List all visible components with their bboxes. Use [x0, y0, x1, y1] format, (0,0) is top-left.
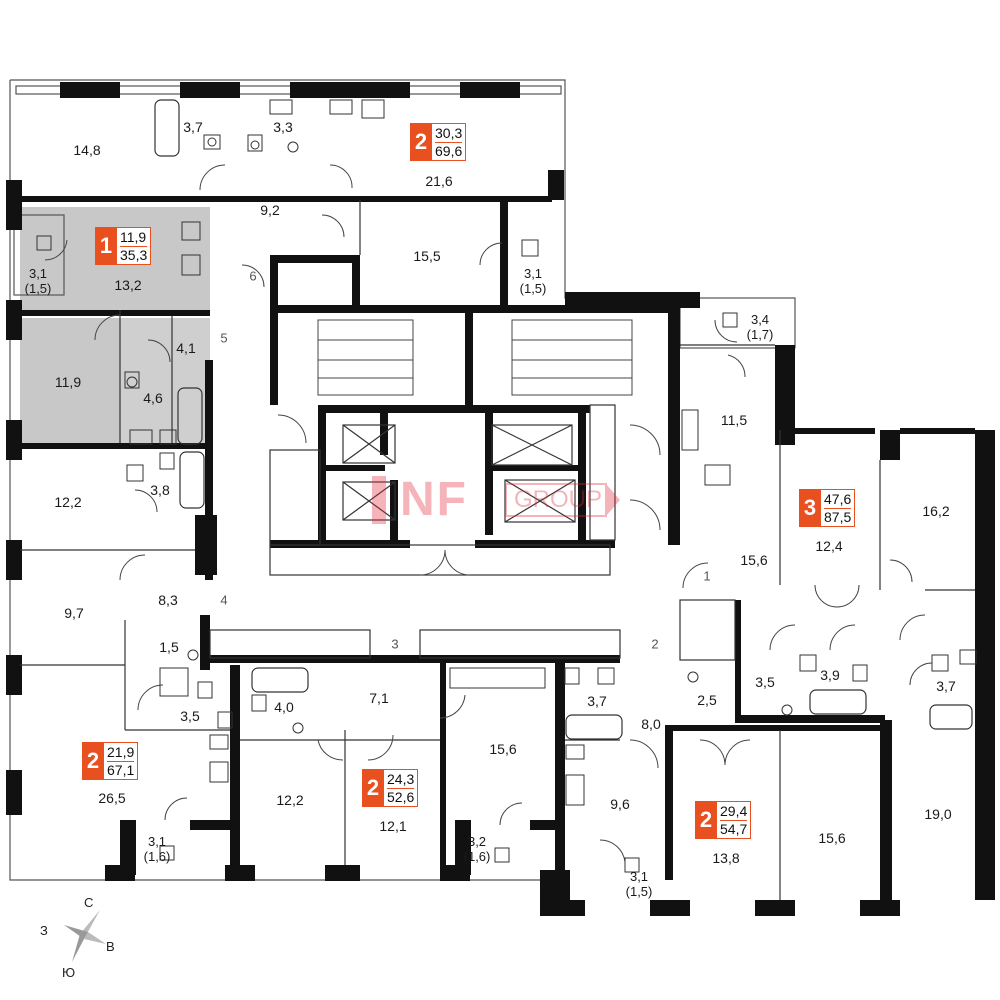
room-area: 12,4 — [815, 537, 843, 554]
bathtubs — [154, 99, 973, 740]
room-area: 9,7 — [64, 604, 84, 621]
highlighted-apartment-fill — [20, 207, 210, 443]
room-area: 11,5 — [720, 411, 748, 428]
room-count: 3 — [799, 489, 821, 527]
room-area: 3,7 — [936, 677, 956, 694]
room-area: 21,6 — [425, 172, 453, 189]
balcony-area: 3,1(1,5) — [625, 869, 653, 899]
door-swings — [44, 164, 933, 863]
compass-east: В — [106, 939, 115, 954]
total-area: 35,3 — [120, 246, 148, 263]
compass-west: З — [40, 923, 48, 938]
room-area: 8,3 — [158, 591, 178, 608]
entrance-number: 6 — [249, 268, 257, 284]
walls — [6, 82, 995, 916]
compass-north: С — [84, 895, 94, 910]
living-area: 29,4 — [720, 802, 748, 821]
room-area: 1,5 — [159, 638, 179, 655]
room-area: 9,2 — [260, 201, 280, 218]
living-area: 30,3 — [435, 124, 463, 143]
room-area: 15,5 — [413, 247, 441, 264]
room-area: 12,1 — [379, 817, 407, 834]
room-area: 13,2 — [114, 276, 142, 293]
room-area: 4,1 — [176, 339, 196, 356]
room-area: 7,1 — [369, 689, 389, 706]
room-area: 4,0 — [274, 698, 294, 715]
room-count: 2 — [82, 742, 104, 780]
total-area: 52,6 — [387, 788, 415, 805]
room-area: 12,2 — [54, 493, 82, 510]
room-count: 2 — [362, 769, 384, 807]
balcony-area: 3,4(1,7) — [746, 312, 774, 342]
room-count: 2 — [410, 123, 432, 161]
balcony-area: 3,1(1,5) — [24, 266, 52, 296]
room-area: 14,8 — [73, 141, 101, 158]
room-area: 11,9 — [54, 373, 82, 390]
total-area: 67,1 — [107, 761, 135, 778]
room-area: 3,8 — [150, 481, 170, 498]
entrance-number: 5 — [220, 330, 228, 346]
entrance-number: 4 — [220, 592, 228, 608]
entrance-number: 1 — [703, 568, 711, 584]
room-area: 15,6 — [489, 740, 517, 757]
compass: С З В Ю — [40, 893, 120, 983]
total-area: 54,7 — [720, 820, 748, 837]
watermark-logo-icon — [372, 476, 620, 524]
interior-lines — [20, 200, 975, 900]
balcony-area: 3,1(1,5) — [519, 266, 547, 296]
watermark-brand-bold: NF — [400, 473, 468, 526]
total-area: 87,5 — [824, 508, 852, 525]
balcony-area: 3,2(1,6) — [463, 834, 491, 864]
room-area: 3,5 — [755, 673, 775, 690]
room-count: 2 — [695, 801, 717, 839]
room-area: 3,5 — [180, 707, 200, 724]
elevator-shafts — [342, 424, 576, 523]
room-area: 4,6 — [143, 389, 163, 406]
entrance-number: 3 — [391, 636, 399, 652]
room-area: 9,6 — [610, 795, 630, 812]
watermark-brand-light: GROUP — [514, 486, 603, 513]
room-area: 3,9 — [820, 666, 840, 683]
living-area: 21,9 — [107, 743, 135, 762]
room-area: 2,5 — [697, 691, 717, 708]
room-area: 8,0 — [641, 715, 661, 732]
room-area: 3,7 — [183, 118, 203, 135]
compass-south: Ю — [62, 965, 76, 980]
room-area: 3,3 — [273, 118, 293, 135]
room-area: 16,2 — [922, 502, 950, 519]
room-area: 12,2 — [276, 791, 304, 808]
room-area: 3,7 — [587, 692, 607, 709]
room-area: 19,0 — [924, 805, 952, 822]
living-area: 24,3 — [387, 770, 415, 789]
balcony-area: 3,1(1,6) — [143, 834, 171, 864]
room-area: 15,6 — [740, 551, 768, 568]
entrance-number: 2 — [651, 636, 659, 652]
room-area: 13,8 — [712, 849, 740, 866]
room-count: 1 — [95, 227, 117, 265]
living-area: 11,9 — [120, 228, 148, 247]
living-area: 47,6 — [824, 490, 852, 509]
compass-icon — [64, 910, 106, 962]
stairs — [317, 319, 633, 396]
toilets-and-sinks — [36, 99, 977, 873]
brand-watermark: NF GROUP — [372, 472, 622, 528]
room-area: 26,5 — [98, 789, 126, 806]
total-area: 69,6 — [435, 142, 463, 159]
room-area: 15,6 — [818, 829, 846, 846]
